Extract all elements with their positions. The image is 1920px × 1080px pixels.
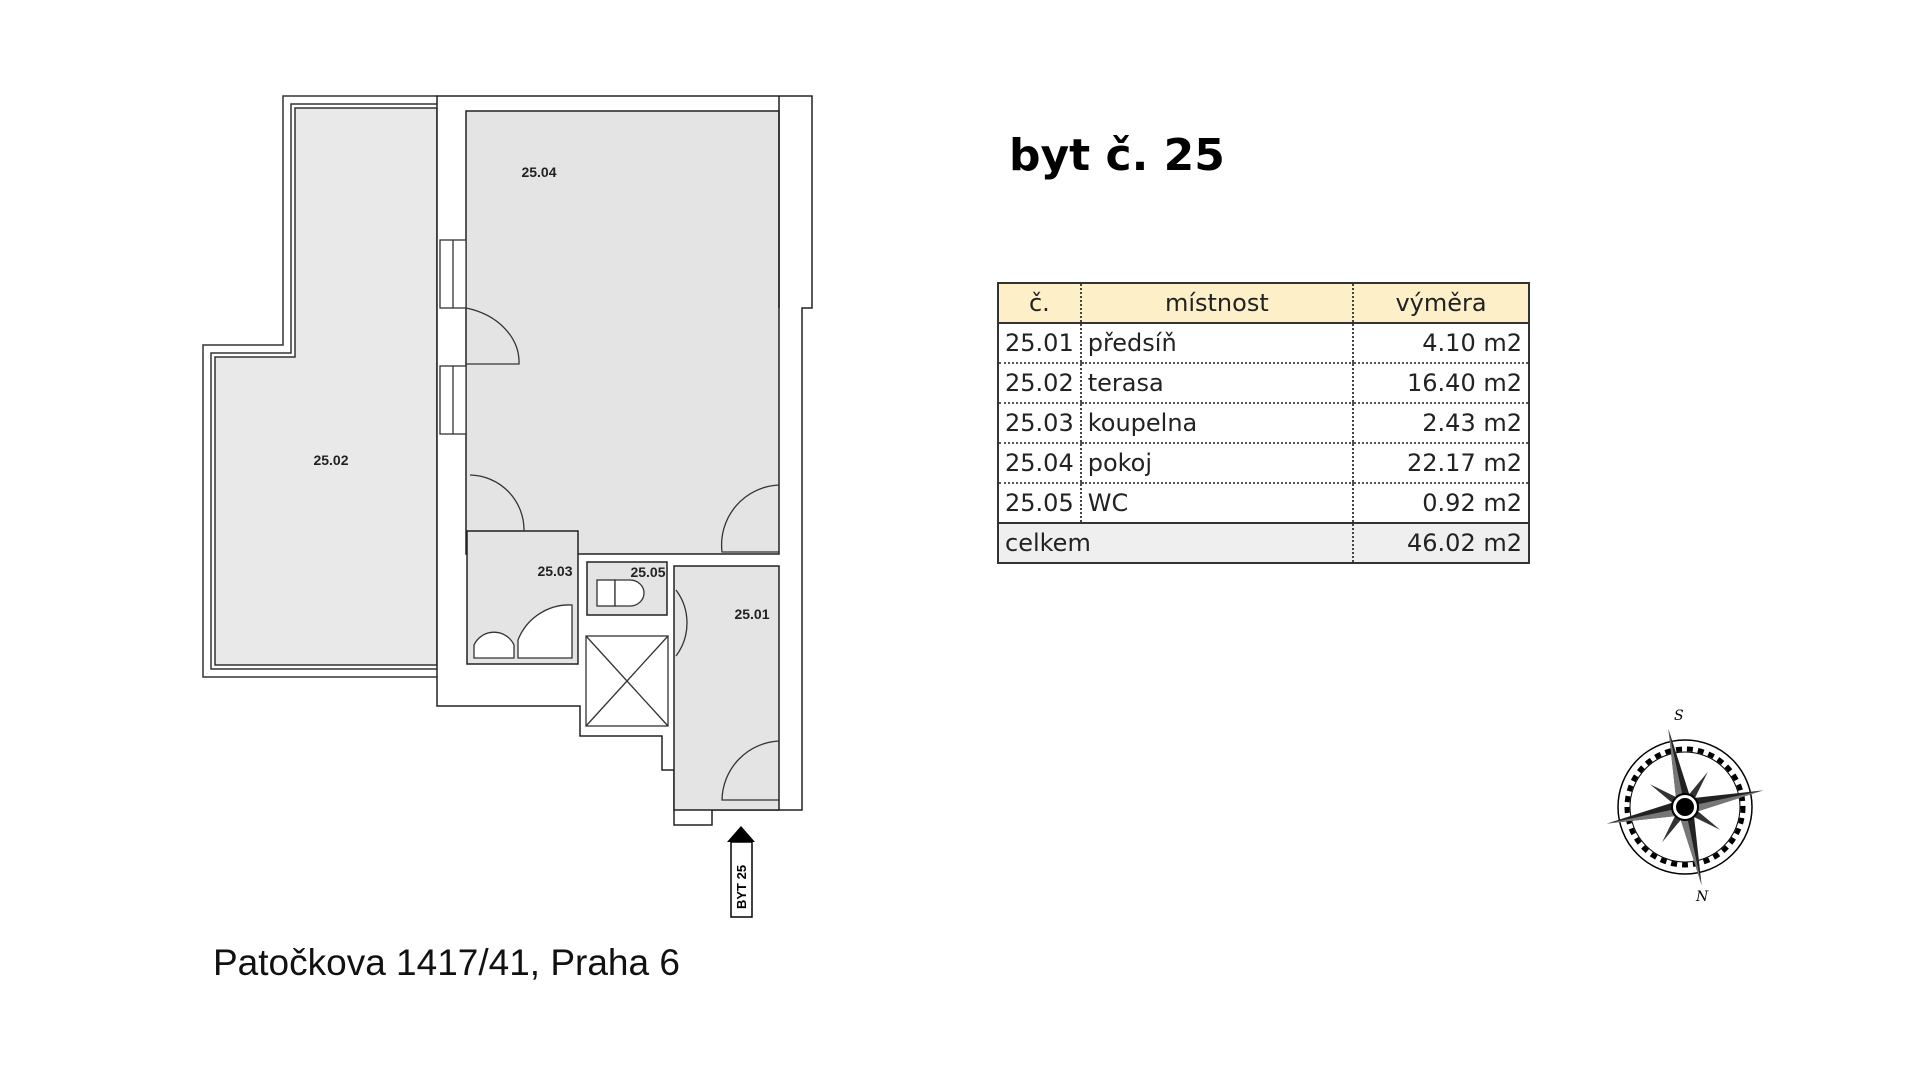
doors xyxy=(465,307,780,801)
apartment-title: byt č. 25 xyxy=(1009,130,1225,181)
svg-text:BYT 25: BYT 25 xyxy=(734,865,749,909)
fixtures xyxy=(473,579,645,659)
address: Patočkova 1417/41, Praha 6 xyxy=(213,942,680,983)
room-25-01 xyxy=(673,565,780,811)
room-label-25-04: 25.04 xyxy=(521,164,556,180)
table-header: č. místnost výměra xyxy=(997,283,1529,324)
col-area: výměra xyxy=(1352,283,1529,324)
compass-rose-icon: S N xyxy=(1606,708,1764,905)
floor-plan: 25.04 25.02 25.03 25.05 25.01 BYT 25 xyxy=(202,95,813,918)
shaft xyxy=(585,635,669,727)
col-room: místnost xyxy=(1079,283,1353,324)
room-label-25-05: 25.05 xyxy=(630,564,665,580)
room-label-25-02: 25.02 xyxy=(313,452,348,468)
entrance-marker: BYT 25 xyxy=(727,826,755,918)
col-number: č. xyxy=(997,283,1081,324)
terrace-25-02 xyxy=(214,107,438,666)
terrace-windows xyxy=(439,239,467,435)
room-label-25-03: 25.03 xyxy=(537,563,572,579)
terrace-railing xyxy=(202,95,437,678)
room-25-04 xyxy=(465,110,780,555)
svg-text:S: S xyxy=(1674,708,1684,724)
svg-text:N: N xyxy=(1695,889,1709,905)
room-label-25-01: 25.01 xyxy=(734,606,769,622)
